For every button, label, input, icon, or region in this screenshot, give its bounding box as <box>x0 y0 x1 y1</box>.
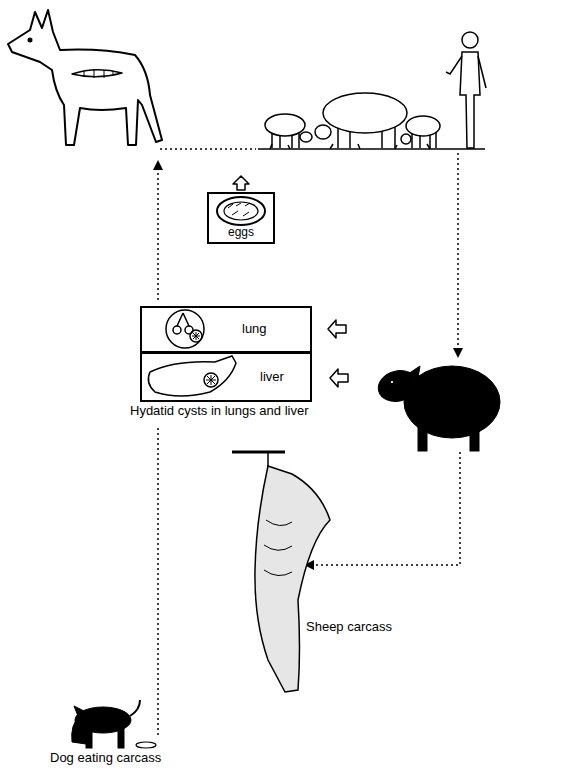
tapeworm <box>72 70 122 77</box>
sheep-head <box>315 125 331 139</box>
person <box>446 32 486 148</box>
hollow-arrows <box>233 176 348 387</box>
image-box: eggs <box>207 192 275 244</box>
egg-inner <box>224 202 258 220</box>
cyst-spokes <box>192 332 200 340</box>
box-label: liver <box>260 370 284 385</box>
lung-illustration <box>166 310 204 348</box>
person-arm <box>446 56 462 74</box>
dog-leg <box>118 728 124 748</box>
lung-section <box>166 310 204 348</box>
lamb-body <box>406 116 440 136</box>
egg-hatching <box>228 203 250 216</box>
caption-text: Hydatid cysts in lungs and liver <box>128 403 310 419</box>
caption-text: Dog eating carcass <box>48 750 163 766</box>
image-box: liver <box>140 352 312 402</box>
caption-text: Sheep carcass <box>304 619 394 635</box>
dog-leg <box>86 728 92 748</box>
image-box: lung <box>140 306 312 353</box>
sheep-leg <box>470 425 479 451</box>
grazing-sheep <box>265 93 440 148</box>
sheep-head <box>375 366 421 405</box>
sheep-ear <box>408 366 420 378</box>
sheep-carcass <box>232 452 330 692</box>
tapeworm-segments <box>84 69 113 78</box>
hook-bar <box>232 451 285 454</box>
black-dog <box>72 700 156 748</box>
dog-outline <box>8 10 162 145</box>
black-sheep <box>375 366 500 451</box>
person-arm <box>478 56 486 88</box>
hydatid-cyst <box>204 373 218 387</box>
person-body <box>460 52 480 148</box>
dog-tail <box>130 700 140 716</box>
dotted-cycle-lines <box>158 149 460 735</box>
cyst-spokes <box>206 375 216 385</box>
hollow-arrow <box>328 320 346 338</box>
cyst <box>173 326 181 334</box>
lamb-legs <box>412 132 436 148</box>
cyst-stalks <box>177 313 189 326</box>
lamb-head <box>401 134 411 144</box>
ground-line <box>258 148 485 150</box>
sheep-leg <box>418 425 427 451</box>
lamb-legs <box>272 132 299 148</box>
sheep-eye <box>390 380 393 383</box>
dotted-line <box>157 428 159 735</box>
dotted-line <box>312 452 460 565</box>
box-label: lung <box>242 322 267 337</box>
arrowhead <box>153 160 163 170</box>
arrowhead <box>453 348 463 358</box>
liver-outline <box>148 356 236 396</box>
carcass-ribs <box>264 520 292 576</box>
person-head <box>462 32 478 48</box>
dog-eye <box>29 39 32 42</box>
egg-shell <box>217 197 265 225</box>
hollow-arrow <box>330 369 348 387</box>
dotted-line <box>157 168 159 300</box>
grass <box>270 144 472 149</box>
hydatid-cyst <box>190 330 202 342</box>
dog-ear <box>74 706 86 716</box>
dotted-line <box>457 153 459 350</box>
bone <box>136 742 156 748</box>
box-label: eggs <box>228 226 254 240</box>
sheep-legs <box>338 127 395 148</box>
carcass-outline <box>255 466 330 692</box>
egg-illustration <box>217 197 265 225</box>
lamb-head <box>300 132 312 142</box>
dotted-line <box>160 148 256 150</box>
liver-illustration <box>148 356 236 396</box>
white-dog <box>8 10 162 145</box>
hollow-arrow <box>233 176 249 190</box>
